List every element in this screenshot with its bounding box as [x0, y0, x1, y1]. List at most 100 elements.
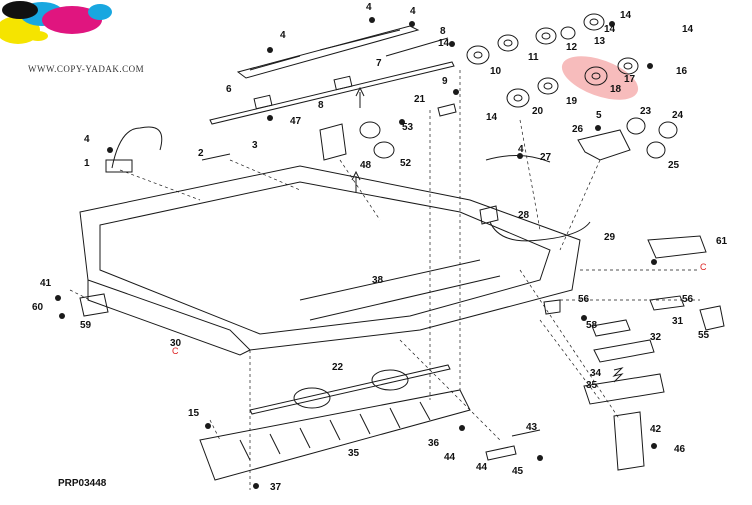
- logo-mark: [0, 1, 112, 44]
- screw-16: [205, 423, 211, 429]
- part-41: [511, 429, 541, 437]
- callout-7: 7: [376, 58, 382, 69]
- callout-31: 31: [672, 316, 684, 327]
- gear-16: [584, 66, 608, 86]
- arrow-up-a: [355, 86, 365, 108]
- callout-9: 9: [442, 76, 448, 87]
- callout-36: 36: [428, 438, 440, 449]
- shaft-7-roller-a: [253, 94, 273, 110]
- logo-yellow-blob-2: [28, 31, 48, 41]
- callout-60: 60: [32, 302, 44, 313]
- callout-13: 13: [594, 36, 606, 47]
- guide-34: [199, 389, 471, 481]
- callout-25: 25: [668, 160, 680, 171]
- connector-1: [105, 159, 133, 173]
- callout-26: 26: [572, 124, 584, 135]
- callout-58: 58: [586, 320, 598, 331]
- red-note-28: C: [172, 346, 179, 356]
- gear-47: [373, 141, 395, 159]
- gear-10: [497, 34, 519, 52]
- callout-22: 22: [332, 362, 344, 373]
- callout-15: 15: [188, 408, 200, 419]
- part-31-spring: [612, 367, 624, 383]
- gear-9: [466, 45, 490, 65]
- callout-18: 18: [610, 84, 622, 95]
- callout-20: 20: [532, 106, 544, 117]
- main-chassis-front: [87, 280, 251, 356]
- callout-8: 8: [318, 100, 324, 111]
- cable-27: [489, 221, 591, 242]
- callout-46: 46: [674, 444, 686, 455]
- gear-12: [560, 26, 576, 40]
- roller-shaft-20: [249, 364, 451, 415]
- part-38: [613, 411, 645, 471]
- watermark-text: WWW.COPY-YADAK.COM: [28, 64, 145, 74]
- gear-15: [617, 57, 639, 75]
- leader-f: [519, 119, 541, 231]
- part-53: [649, 295, 685, 311]
- arrow-up-b: [351, 170, 361, 192]
- callout-44: 44: [476, 462, 488, 473]
- callout-30: 30: [170, 338, 182, 349]
- callout-55: 55: [698, 330, 710, 341]
- callout-19: 19: [566, 96, 578, 107]
- chassis-slot-b: [309, 275, 501, 321]
- callout-4: 4: [366, 2, 372, 13]
- part-32: [583, 373, 665, 405]
- part-45-bracket: [319, 123, 347, 161]
- main-chassis-inner: [99, 181, 551, 335]
- screw-2: [267, 47, 273, 53]
- part-60: [647, 235, 707, 259]
- screw-10: [595, 125, 601, 131]
- callout-14: 14: [438, 38, 450, 49]
- screw-7: [453, 89, 459, 95]
- callout-28: 28: [518, 210, 530, 221]
- part-16-highlight: [561, 56, 639, 100]
- callout-38: 38: [372, 275, 384, 286]
- part-29: [591, 319, 631, 337]
- callout-12: 12: [566, 42, 578, 53]
- callout-61: 61: [716, 236, 728, 247]
- screw-4: [409, 21, 415, 27]
- screw-5: [267, 115, 273, 121]
- drawing-code: PRP03448: [58, 478, 107, 489]
- leader-b: [229, 159, 301, 191]
- callout-16: 16: [676, 66, 688, 77]
- part-30: [593, 339, 655, 363]
- callout-14: 14: [620, 10, 632, 21]
- callout-4: 4: [84, 134, 90, 145]
- gear-23: [646, 141, 666, 159]
- callout-34: 34: [590, 368, 602, 379]
- leader-g: [559, 159, 601, 251]
- screw-13: [581, 315, 587, 321]
- leader-o: [519, 269, 621, 421]
- callout-24: 24: [672, 110, 684, 121]
- roller-20-a: [293, 387, 331, 409]
- callout-48: 48: [360, 160, 372, 171]
- logo-cyan-blob-2: [88, 4, 112, 20]
- screw-15: [59, 313, 65, 319]
- callout-17: 17: [624, 74, 636, 85]
- callout-2: 2: [198, 148, 204, 159]
- callout-4: 4: [280, 30, 286, 41]
- callout-59: 59: [80, 320, 92, 331]
- leader-a: [119, 169, 201, 201]
- screw-9: [647, 63, 653, 69]
- screw-3: [369, 17, 375, 23]
- screw-12: [651, 259, 657, 265]
- callout-37: 37: [270, 482, 282, 493]
- screw-1: [107, 147, 113, 153]
- callout-41: 41: [40, 278, 52, 289]
- gear-18: [506, 88, 530, 108]
- shaft-7: [209, 61, 455, 125]
- screw-17: [459, 425, 465, 431]
- red-note-61: C: [700, 262, 707, 272]
- cable-1: [111, 126, 163, 169]
- leader-j: [539, 319, 601, 401]
- screw-19: [651, 443, 657, 449]
- screw-14: [55, 295, 61, 301]
- callout-29: 29: [604, 232, 616, 243]
- leader-n: [69, 289, 91, 301]
